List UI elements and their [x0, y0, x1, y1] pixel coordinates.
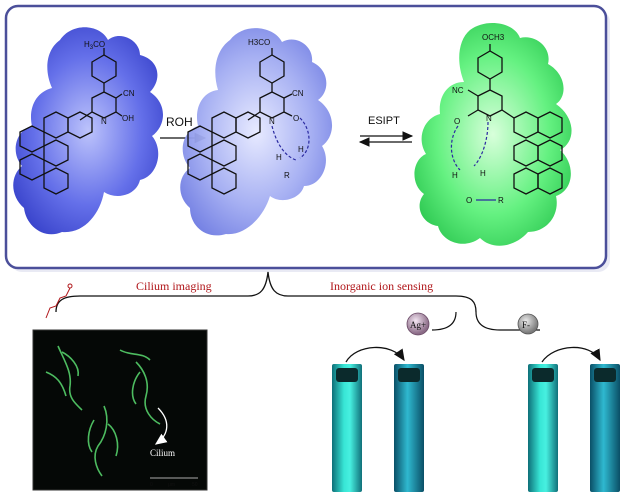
molecule-2-r-label: R [284, 171, 290, 180]
scale-zero: 0 [150, 482, 153, 488]
probe-glyph [45, 283, 73, 319]
molecule-2-h2-label: H [276, 153, 282, 162]
ion-branch-right [475, 311, 540, 331]
molecule-3-h1-label: H [452, 171, 458, 180]
molecule-1-cloud [13, 27, 163, 235]
molecule-1-structure [19, 48, 123, 195]
molecule-3-cloud [414, 23, 572, 246]
cuvette-f-after [590, 364, 620, 492]
cilium-pointer-arrow [154, 407, 168, 445]
molecule-3-n-label: N [486, 114, 492, 123]
ag-ion-label: Ag+ [410, 320, 426, 330]
molecule-1-cn-label: CN [123, 89, 135, 98]
ag-addition-arrow [345, 346, 405, 363]
molecule-3-o-label: O [454, 117, 460, 126]
molecule-3-hbonds [450, 121, 489, 171]
molecule-2-structure [187, 48, 293, 195]
molecule-3-r-label: R [498, 196, 504, 205]
cilium-label: Cilium [150, 448, 175, 458]
cilium-micrograph [32, 329, 208, 491]
f-addition-arrow [541, 346, 601, 363]
molecule-1-n-label: N [101, 117, 107, 126]
molecule-1-oh-label: OH [122, 114, 134, 123]
ag-ion-ball [406, 312, 430, 336]
f-ion-ball [517, 313, 539, 335]
ion-sensing-label: Inorganic ion sensing [330, 279, 433, 293]
esipt-arrow-label: ESIPT [368, 115, 400, 127]
molecule-2-methoxy-label: H3CO [248, 38, 270, 47]
cuvette-ag-before [332, 364, 362, 492]
ion-branch-left [431, 311, 457, 331]
molecule-2-cloud [180, 28, 333, 236]
molecule-2-o-label: O [293, 114, 299, 123]
scale-fifty: 50 [192, 482, 198, 488]
molecule-2-cn-label: CN [292, 89, 304, 98]
cuvette-ag-after [394, 364, 424, 492]
molecule-1-methoxy-label: H3CO [84, 40, 105, 51]
molecule-2-hbonds [271, 117, 310, 161]
molecule-3-structure [467, 44, 563, 195]
roh-arrow-label: ROH [166, 115, 193, 129]
cilium-imaging-label: Cilium imaging [136, 279, 212, 293]
molecule-3-methoxy-label: OCH3 [482, 33, 505, 42]
application-brace [55, 271, 477, 313]
molecule-3-o2-label: O [466, 196, 472, 205]
molecule-3-nc-label: NC [452, 86, 464, 95]
f-ion-label: F- [522, 320, 530, 330]
molecule-2-n-label: N [269, 117, 275, 126]
cilium-fluorescence [45, 345, 161, 477]
molecule-2-h1-label: H [298, 145, 304, 154]
cuvette-f-before [528, 364, 558, 492]
molecule-3-h2-label: H [480, 169, 486, 178]
scale-unit: μm [168, 482, 175, 488]
